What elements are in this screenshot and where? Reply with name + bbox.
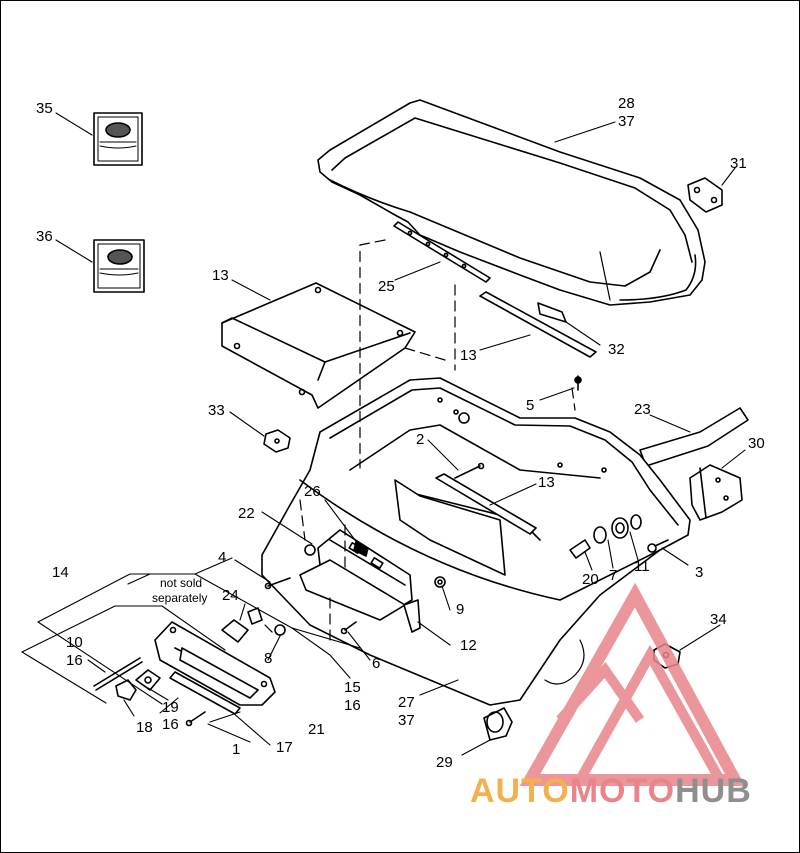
hinge-30 — [689, 464, 743, 521]
strip-13-right — [479, 291, 597, 358]
hinge-strip-25 — [393, 221, 491, 283]
label-35: 35 — [36, 100, 53, 117]
assembly-lines — [264, 239, 576, 641]
label-9: 9 — [456, 601, 464, 618]
label-13-bar: 13 — [538, 474, 555, 491]
label-5: 5 — [526, 397, 534, 414]
label-2: 2 — [416, 431, 424, 448]
note-line-2: separately — [152, 591, 207, 605]
label-10: 10 — [66, 634, 83, 651]
note-line-1: not sold — [160, 576, 202, 590]
label-24: 24 — [222, 587, 239, 604]
label-34: 34 — [710, 611, 727, 628]
screw-4 — [264, 577, 291, 590]
label-19: 19 — [162, 699, 179, 716]
label-16-left: 16 — [66, 652, 83, 669]
nut-9 — [434, 576, 446, 588]
lever-12 — [403, 599, 421, 633]
label-28: 28 — [618, 95, 635, 112]
label-22: 22 — [238, 505, 255, 522]
handle-21 — [154, 621, 276, 706]
label-37-bottom: 37 — [398, 712, 415, 729]
label-18: 18 — [136, 719, 153, 736]
label-32: 32 — [608, 341, 625, 358]
decal-35 — [93, 112, 143, 166]
label-37-top: 37 — [618, 113, 635, 130]
watermark-text: AUTOMOTOHUB — [470, 772, 752, 810]
plate-13 — [221, 282, 416, 409]
bar-13-inside — [435, 473, 537, 535]
clip-31 — [687, 177, 723, 213]
label-16-right: 16 — [344, 697, 361, 714]
leader-lines — [55, 112, 746, 756]
saddlebag-27 — [261, 377, 691, 706]
label-17: 17 — [276, 739, 293, 756]
watermark-logo — [519, 582, 746, 786]
label-23: 23 — [634, 401, 651, 418]
label-21: 21 — [308, 721, 325, 738]
label-13-strip: 13 — [460, 347, 477, 364]
hardware-7-11-20-3 — [569, 514, 669, 559]
label-20: 20 — [582, 571, 599, 588]
screw-1 — [185, 711, 206, 727]
label-16-bottom: 16 — [162, 716, 179, 733]
label-33: 33 — [208, 402, 225, 419]
lock-24 — [221, 607, 286, 643]
label-7: 7 — [609, 567, 617, 584]
clip-33 — [263, 429, 291, 453]
label-13-plate: 13 — [212, 267, 229, 284]
sleeve-29 — [483, 707, 513, 741]
label-29: 29 — [436, 754, 453, 771]
part-18 — [115, 679, 137, 701]
pin-6 — [340, 621, 357, 635]
label-30: 30 — [748, 435, 765, 452]
label-31: 31 — [730, 155, 747, 172]
label-8: 8 — [264, 650, 272, 667]
trim-23 — [639, 407, 749, 467]
screw-5 — [574, 375, 582, 391]
label-27: 27 — [398, 694, 415, 711]
latch-32 — [537, 302, 567, 323]
label-14: 14 — [52, 564, 69, 581]
part-labels: 35 36 28 37 31 13 25 13 32 5 33 2 23 30 … — [36, 95, 765, 771]
decal-36 — [93, 239, 145, 293]
bar-17 — [169, 671, 241, 715]
label-11: 11 — [634, 558, 650, 575]
part-19 — [135, 669, 161, 691]
latch-assembly-22 — [299, 529, 413, 621]
label-3: 3 — [695, 564, 703, 581]
label-15: 15 — [344, 679, 361, 696]
label-6: 6 — [372, 655, 380, 672]
label-26: 26 — [304, 483, 321, 500]
label-36: 36 — [36, 228, 53, 245]
label-4: 4 — [218, 549, 226, 566]
screw-2 — [454, 462, 485, 479]
label-25: 25 — [378, 278, 395, 295]
lid-28 — [317, 99, 706, 306]
grouping-brackets — [21, 557, 361, 705]
label-1: 1 — [232, 741, 240, 758]
label-12: 12 — [460, 637, 477, 654]
